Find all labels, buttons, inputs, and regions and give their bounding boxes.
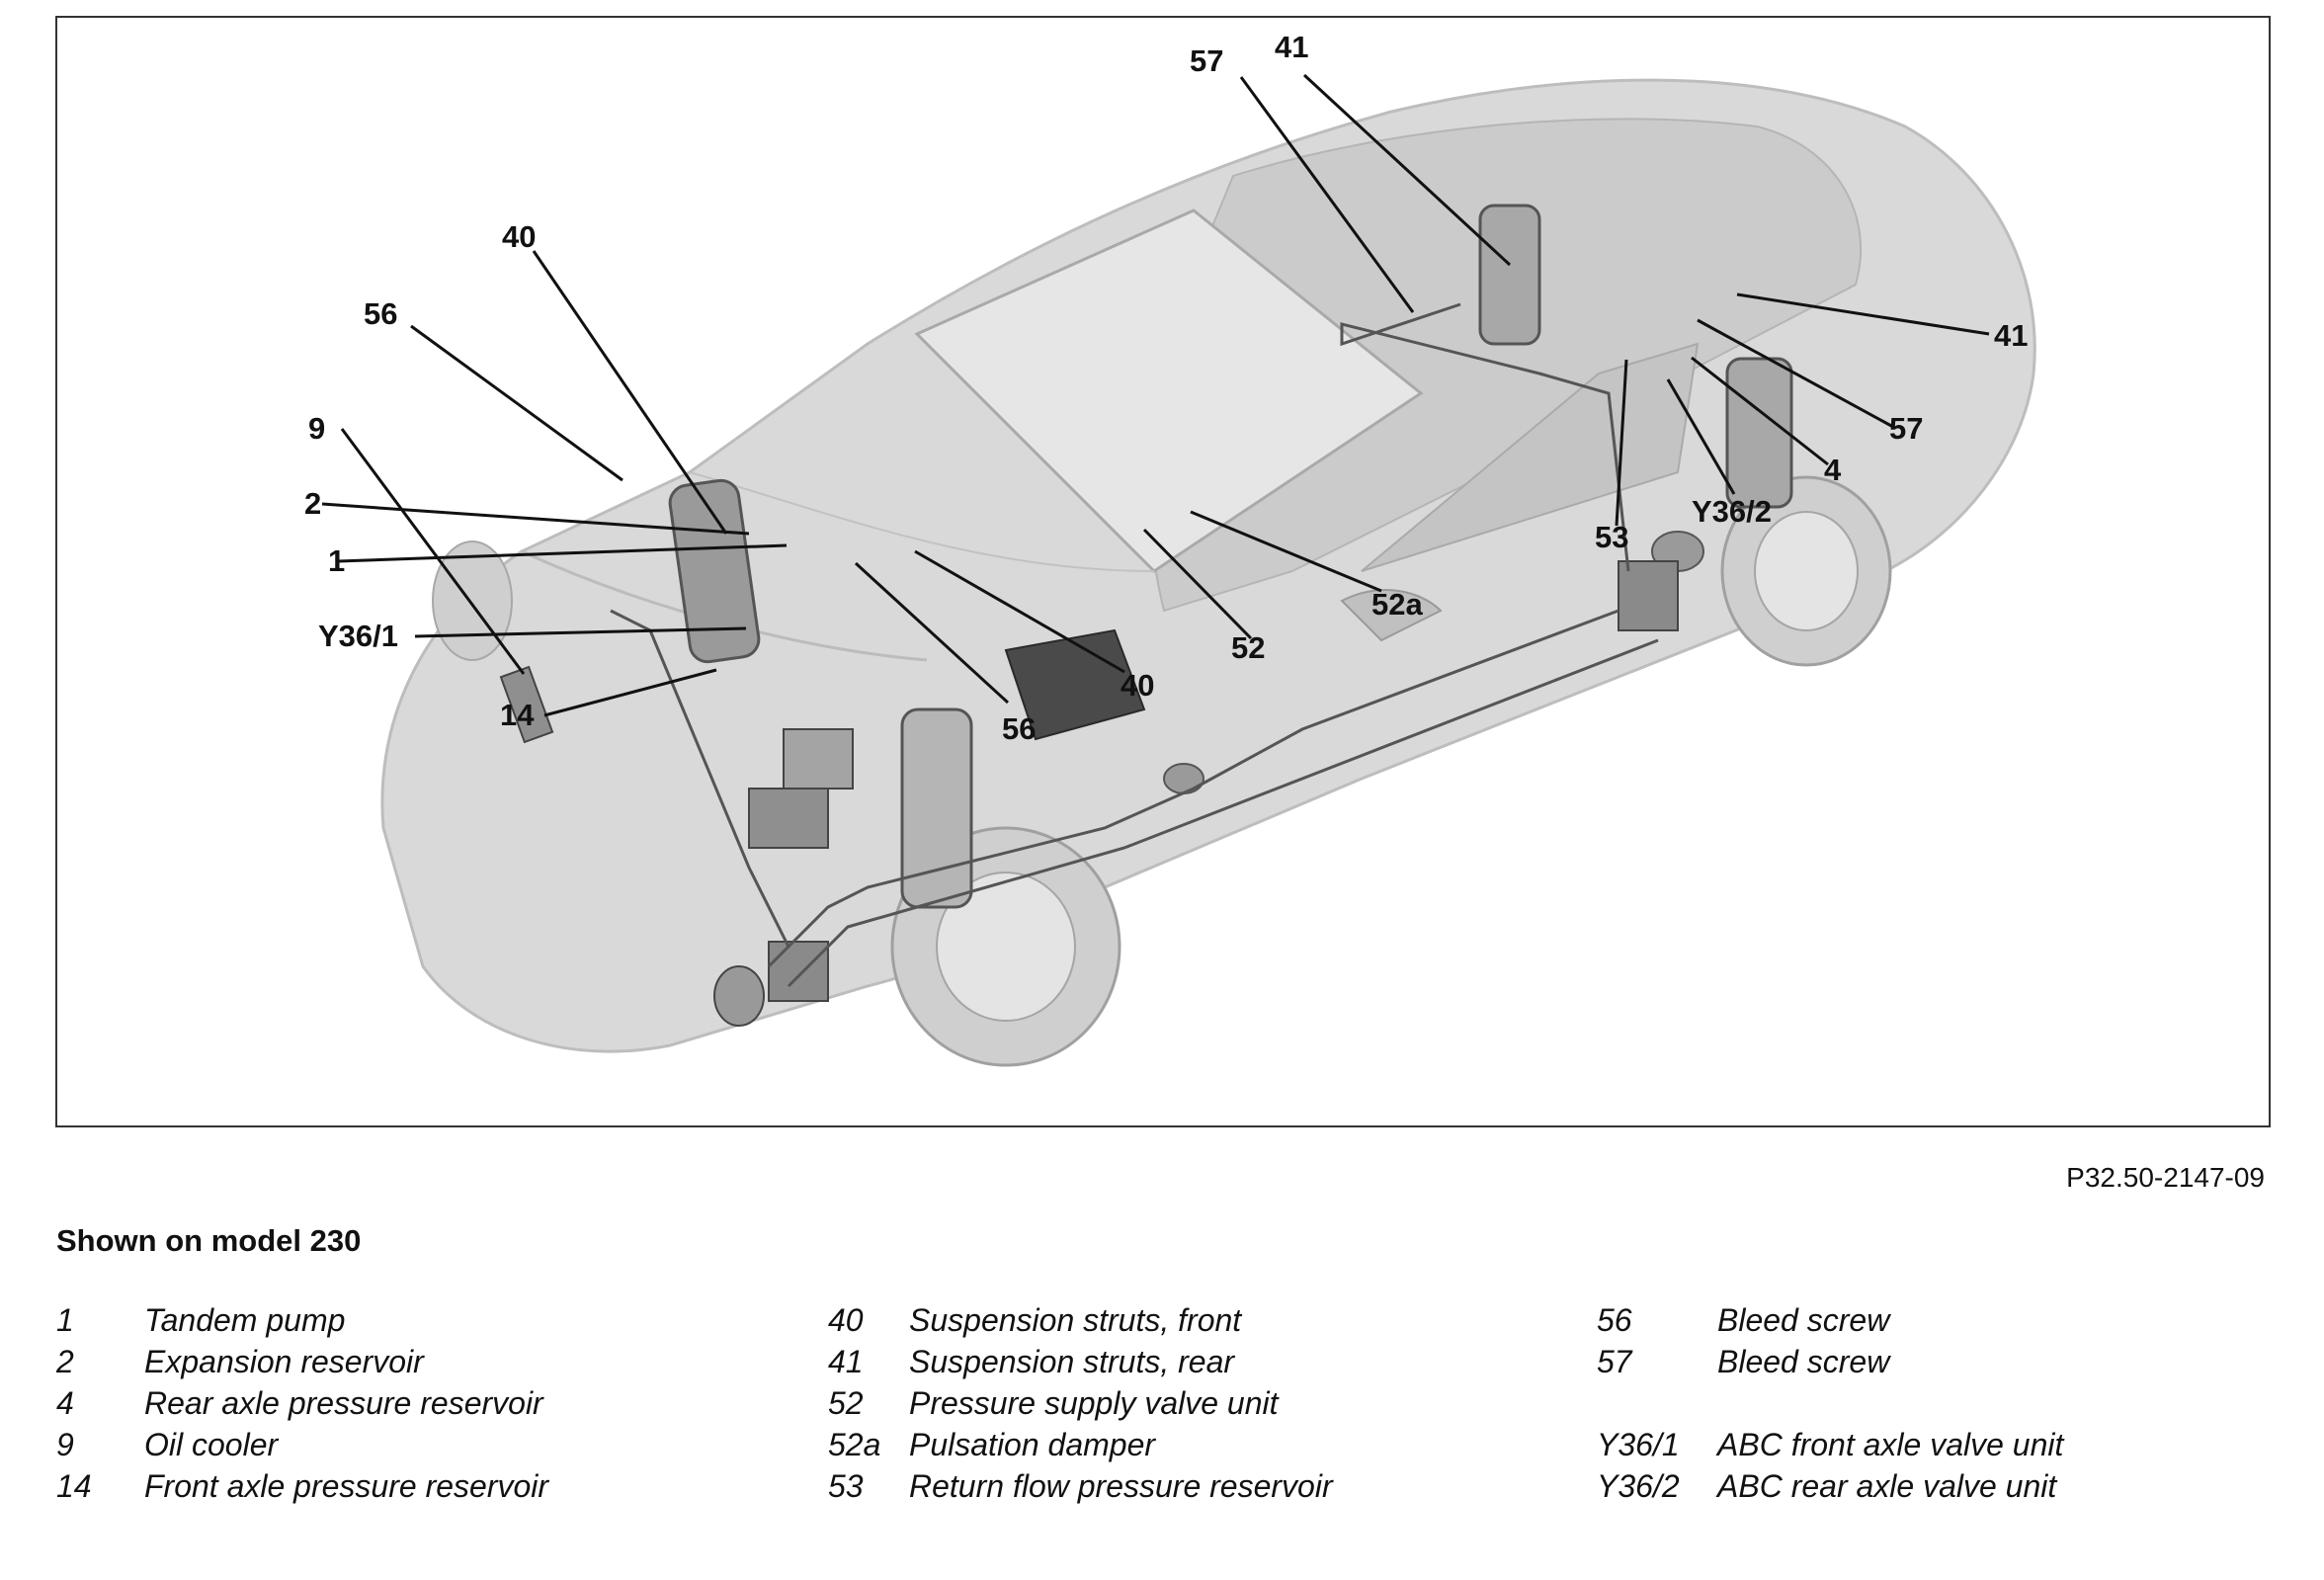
legend-row: 41 Suspension struts, rear <box>828 1344 1579 1385</box>
callout-52a: 52a <box>1371 587 1423 622</box>
legend-number: 40 <box>828 1302 864 1338</box>
callout-41-right: 41 <box>1994 318 2029 353</box>
legend-row: Y36/2 ABC rear axle valve unit <box>1597 1468 2269 1510</box>
figure-frame: 57 41 40 56 9 2 1 Y36/1 14 56 40 52 52a … <box>55 16 2271 1127</box>
leader-lines <box>321 73 1990 717</box>
legend-description: Suspension struts, rear <box>909 1344 1235 1379</box>
legend-row: 57 Bleed screw <box>1597 1344 2269 1385</box>
callout-56-left: 56 <box>364 296 398 331</box>
legend-row: 2 Expansion reservoir <box>56 1344 748 1385</box>
legend-description: Return flow pressure reservoir <box>909 1468 1333 1504</box>
legend-number: 9 <box>56 1427 74 1462</box>
callout-2: 2 <box>304 486 322 521</box>
legend-number: 52a <box>828 1427 881 1462</box>
legend-number: 2 <box>56 1344 74 1379</box>
legend-description: Front axle pressure reservoir <box>144 1468 549 1504</box>
callout-14: 14 <box>500 698 535 732</box>
legend-row: 52a Pulsation damper <box>828 1427 1579 1468</box>
callout-9: 9 <box>308 411 326 446</box>
legend-row: 52 Pressure supply valve unit <box>828 1385 1579 1427</box>
callout-41-top: 41 <box>1275 30 1309 64</box>
caption: Shown on model 230 <box>56 1223 362 1258</box>
callout-4: 4 <box>1824 453 1842 487</box>
callout-y36-2: Y36/2 <box>1692 494 1773 529</box>
legend-number: 52 <box>828 1385 864 1421</box>
legend-description: ABC front axle valve unit <box>1717 1427 2064 1462</box>
callout-53: 53 <box>1595 520 1629 554</box>
legend-description: Pressure supply valve unit <box>909 1385 1279 1421</box>
car-body <box>380 78 2036 1067</box>
callout-y36-1: Y36/1 <box>318 619 399 653</box>
callout-57-top: 57 <box>1190 43 1224 78</box>
legend-number: 41 <box>828 1344 864 1379</box>
callout-1: 1 <box>328 543 346 578</box>
legend-number: 1 <box>56 1302 74 1338</box>
callout-56-bottom: 56 <box>1002 711 1037 746</box>
legend-number: 57 <box>1597 1344 1632 1379</box>
legend-column-1: 1 Tandem pump 2 Expansion reservoir 4 Re… <box>56 1302 748 1510</box>
legend-column-3: 56 Bleed screw 57 Bleed screw Y36/1 ABC … <box>1597 1302 2269 1510</box>
figure-code: P32.50-2147-09 <box>2066 1162 2265 1193</box>
legend-description: Pulsation damper <box>909 1427 1156 1462</box>
legend-number: 56 <box>1597 1302 1632 1338</box>
legend-row: Y36/1 ABC front axle valve unit <box>1597 1427 2269 1468</box>
legend-description: Oil cooler <box>144 1427 279 1462</box>
legend-description: ABC rear axle valve unit <box>1717 1468 2057 1504</box>
callout-52: 52 <box>1231 630 1266 665</box>
legend-row: 56 Bleed screw <box>1597 1302 2269 1344</box>
legend-row <box>1597 1385 2269 1427</box>
car-illustration <box>321 73 2036 1067</box>
legend-description: Bleed screw <box>1717 1344 1890 1379</box>
legend-number: 4 <box>56 1385 74 1421</box>
legend-number: 14 <box>56 1468 92 1504</box>
legend-row: 14 Front axle pressure reservoir <box>56 1468 748 1510</box>
legend-description: Suspension struts, front <box>909 1302 1242 1338</box>
hydraulic-components <box>499 204 1793 1027</box>
legend-description: Rear axle pressure reservoir <box>144 1385 543 1421</box>
legend-row: 9 Oil cooler <box>56 1427 748 1468</box>
legend-number: 53 <box>828 1468 864 1504</box>
legend-row: 1 Tandem pump <box>56 1302 748 1344</box>
legend-column-2: 40 Suspension struts, front 41 Suspensio… <box>828 1302 1579 1510</box>
callout-40-bottom: 40 <box>1120 668 1155 703</box>
legend-number: Y36/1 <box>1597 1427 1680 1462</box>
legend-row: 53 Return flow pressure reservoir <box>828 1468 1579 1510</box>
callout-57-right: 57 <box>1889 411 1924 446</box>
legend-row: 4 Rear axle pressure reservoir <box>56 1385 748 1427</box>
legend-description: Expansion reservoir <box>144 1344 424 1379</box>
legend-number: Y36/2 <box>1597 1468 1680 1504</box>
callout-40-left: 40 <box>502 219 537 254</box>
legend-description: Tandem pump <box>144 1302 346 1338</box>
legend-row: 40 Suspension struts, front <box>828 1302 1579 1344</box>
legend-description: Bleed screw <box>1717 1302 1890 1338</box>
